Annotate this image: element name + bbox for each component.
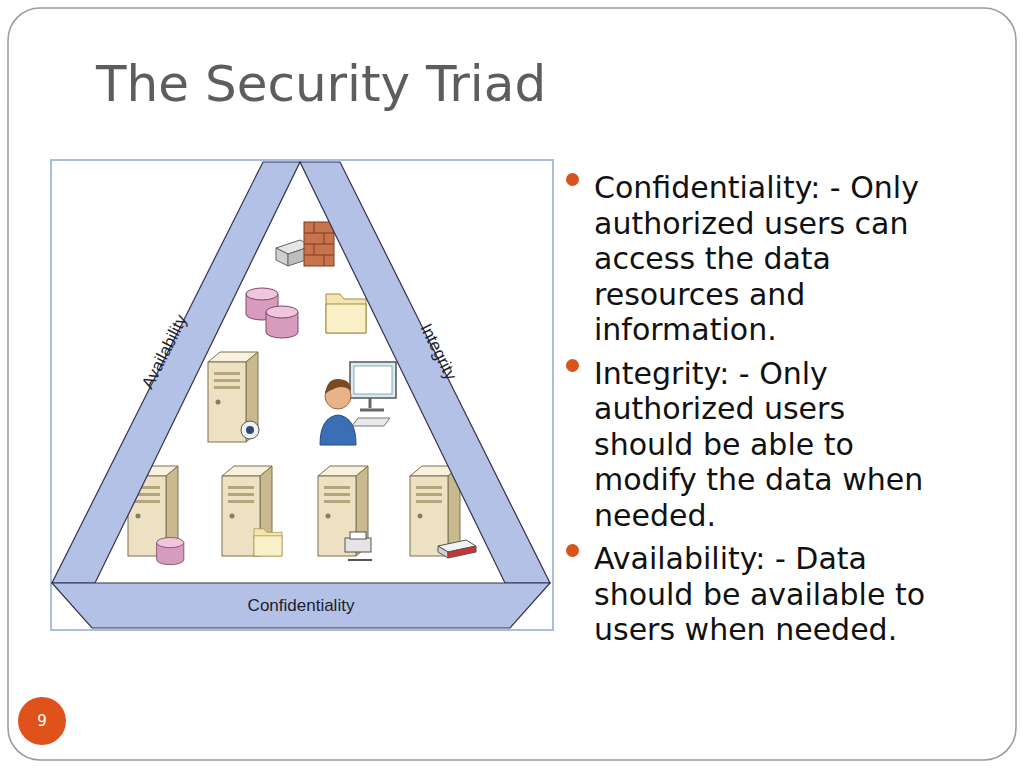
page-number: 9 — [18, 697, 66, 745]
user-workstation-icon — [320, 362, 396, 445]
slide-title: The Security Triad — [96, 54, 546, 114]
page-number-badge: 9 — [18, 697, 66, 745]
band-shape — [300, 162, 550, 583]
bullet-item: Confidentiality: - Only authorized users… — [566, 170, 946, 348]
illustration-frame — [51, 160, 553, 630]
bullet-text: Confidentiality: - Only authorized users… — [594, 170, 939, 348]
triad-band: Availability — [52, 162, 300, 583]
folder-icon — [326, 294, 366, 333]
bullet-text: Availability: - Data should be available… — [594, 541, 939, 648]
bullet-list: Confidentiality: - Only authorized users… — [566, 170, 946, 656]
band-shape — [52, 162, 300, 583]
firewall-icon — [276, 222, 334, 266]
server-row-icons — [128, 466, 476, 565]
band-shape — [52, 583, 550, 628]
slide-border — [8, 8, 1016, 760]
triad-band: Confidentiality — [52, 583, 550, 628]
node-outline — [52, 162, 300, 583]
bullet-dot — [566, 359, 579, 372]
bullet-item: Integrity: - Only authorized users shoul… — [566, 356, 946, 534]
badge-circle — [18, 697, 66, 745]
bullet-dot — [566, 173, 579, 186]
bullet-dot — [566, 544, 579, 557]
node-outline — [300, 162, 550, 583]
bullet-text: Integrity: - Only authorized users shoul… — [594, 356, 939, 534]
database-icon — [246, 288, 298, 338]
triad-band: Integrity — [300, 162, 550, 583]
server-icon — [208, 352, 259, 442]
bullet-item: Availability: - Data should be available… — [566, 541, 946, 648]
band-label: Confidentiality — [248, 596, 355, 616]
